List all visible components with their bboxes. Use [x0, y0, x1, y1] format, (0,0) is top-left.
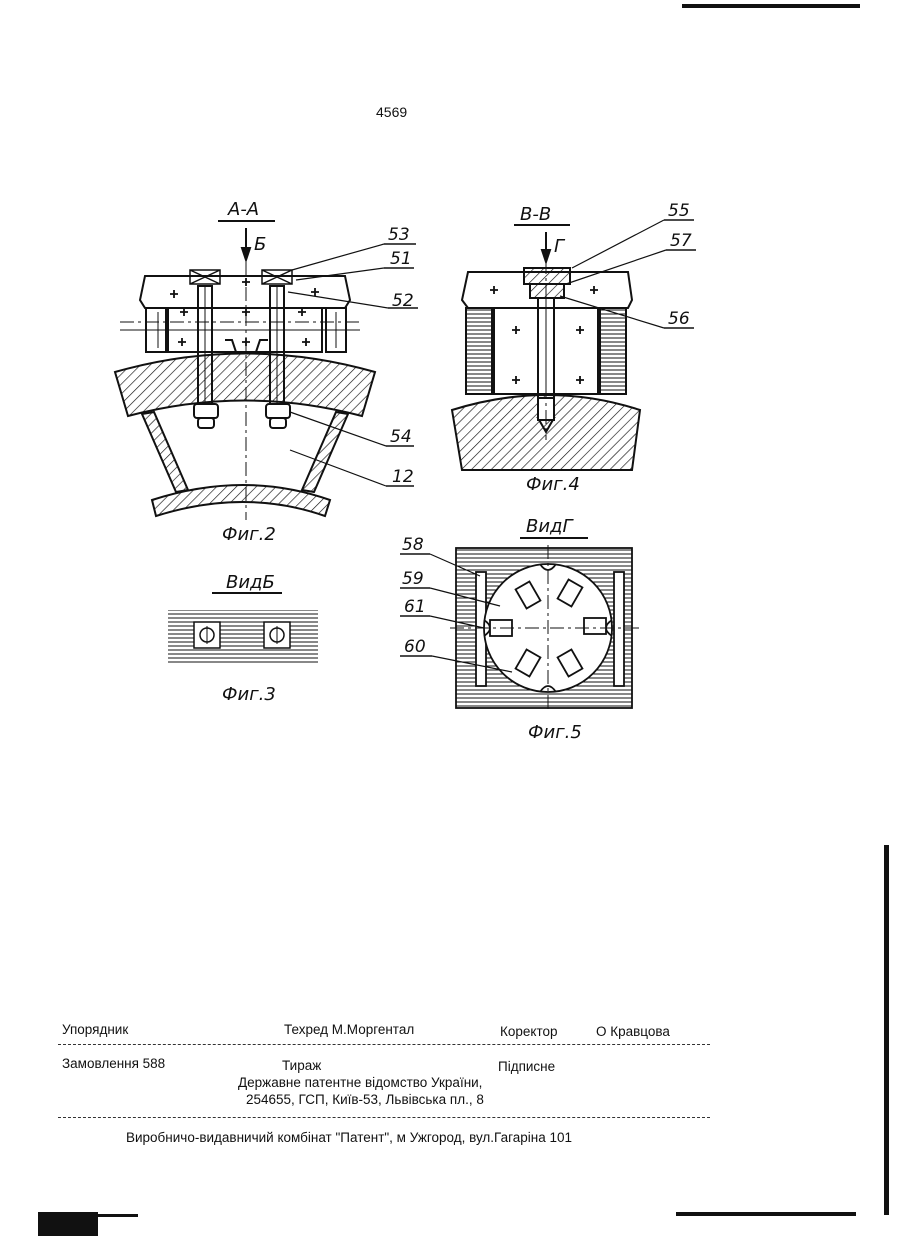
callout-61: 61 — [404, 597, 426, 617]
callout-55: 55 — [668, 201, 690, 221]
callout-60: 60 — [404, 637, 426, 657]
footer-rule-1 — [58, 1044, 710, 1045]
fig4-drawing: В-В Г 55 57 56 Фиг.4 — [452, 201, 696, 495]
fig2-arrow-label: Б — [254, 234, 266, 255]
fig3-caption: Фиг.3 — [222, 684, 276, 705]
order-number: Замовлення 588 — [62, 1056, 165, 1071]
office-line-2: 254655, ГСП, Київ-53, Львівська пл., 8 — [246, 1092, 484, 1107]
compiler-label: Упорядник — [62, 1022, 128, 1037]
callout-56: 56 — [668, 309, 690, 329]
fig2-drawing: А-А Б — [115, 199, 418, 545]
fig4-caption: Фиг.4 — [526, 474, 580, 495]
fig3-title: ВидБ — [226, 572, 275, 593]
fig5-drawing: ВидГ 58 59 61 60 Ф — [400, 516, 640, 743]
callout-57: 57 — [670, 231, 692, 251]
corrector-name: О Кравцова — [596, 1024, 670, 1039]
callout-58: 58 — [402, 535, 424, 555]
signed: Підписне — [498, 1059, 555, 1074]
techred: Техред М.Моргентал — [284, 1022, 414, 1037]
callout-51: 51 — [390, 249, 412, 269]
callout-12: 12 — [392, 467, 414, 487]
fig2-section-label: А-А — [227, 199, 259, 220]
fig5-title: ВидГ — [526, 516, 574, 537]
fig2-caption: Фиг.2 — [222, 524, 276, 545]
office-line-1: Державне патентне відомство України, — [238, 1075, 482, 1090]
callout-54: 54 — [390, 427, 412, 447]
fig4-section-label: В-В — [520, 204, 551, 225]
fig5-caption: Фиг.5 — [528, 722, 582, 743]
fig3-drawing: ВидБ Фиг.3 — [168, 572, 318, 705]
fig4-arrow-label: Г — [554, 236, 566, 257]
callout-59: 59 — [402, 569, 424, 589]
corrector-label: Коректор — [500, 1024, 558, 1039]
printer-line: Виробничо-видавничий комбінат "Патент", … — [126, 1130, 572, 1145]
callout-53: 53 — [388, 225, 410, 245]
tirazh: Тираж — [282, 1058, 321, 1073]
footer-rule-2 — [58, 1117, 710, 1118]
